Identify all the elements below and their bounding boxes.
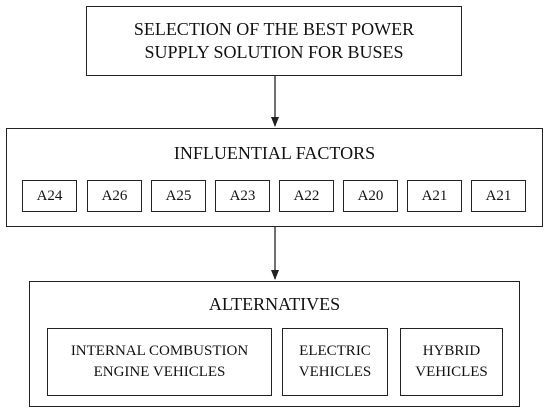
alternative-ice-vehicles: INTERNAL COMBUSTION ENGINE VEHICLES <box>47 328 272 396</box>
factor-box: A20 <box>343 180 398 212</box>
alternative-electric-vehicles: ELECTRIC VEHICLES <box>282 328 388 396</box>
factor-box: A25 <box>151 180 206 212</box>
factor-box: A21 <box>407 180 462 212</box>
alternative-label-line-2: ENGINE VEHICLES <box>93 364 226 380</box>
factor-box: A23 <box>215 180 270 212</box>
factor-box: A21 <box>471 180 526 212</box>
alternative-hybrid-vehicles: HYBRID VEHICLES <box>400 328 503 396</box>
alternative-label-line-1: ELECTRIC <box>299 343 371 359</box>
factor-box: A22 <box>279 180 334 212</box>
factor-box: A26 <box>87 180 142 212</box>
alternative-label-line-2: VEHICLES <box>298 364 372 380</box>
alternative-label-line-2: VEHICLES <box>415 364 488 380</box>
influential-factors-title: INFLUENTIAL FACTORS <box>173 143 376 163</box>
alternative-label-line-1: INTERNAL COMBUSTION <box>70 343 249 359</box>
influential-factors-box: INFLUENTIAL FACTORS A24 A26 A25 A23 A22 … <box>6 128 543 227</box>
goal-text-line-1: SELECTION OF THE BEST POWER <box>133 19 415 39</box>
goal-box: SELECTION OF THE BEST POWER SUPPLY SOLUT… <box>86 6 462 76</box>
alternatives-title: ALTERNATIVES <box>208 294 341 314</box>
alternative-label-line-1: HYBRID <box>422 343 481 359</box>
goal-text-line-2: SUPPLY SOLUTION FOR BUSES <box>144 42 404 62</box>
alternatives-box: ALTERNATIVES INTERNAL COMBUSTION ENGINE … <box>29 281 520 407</box>
factor-box: A24 <box>22 180 77 212</box>
